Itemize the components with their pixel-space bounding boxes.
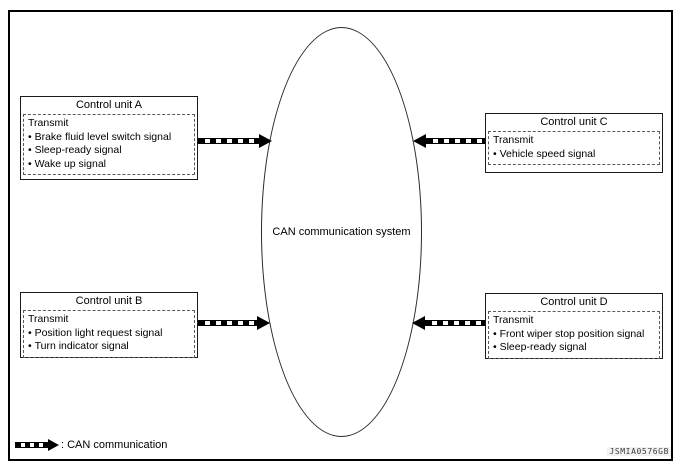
transmit-label: Transmit: [493, 314, 534, 326]
legend-label: : CAN communication: [61, 439, 168, 451]
arrowhead-right: [257, 316, 270, 330]
control-unit-c-content: Transmit Vehicle speed signal: [488, 131, 660, 165]
control-unit-c-title: Control unit C: [540, 116, 608, 128]
signal-item: Vehicle speed signal: [493, 148, 656, 162]
signal-item: Sleep-ready signal: [493, 341, 656, 355]
legend: : CAN communication: [15, 437, 167, 453]
can-system-label: CAN communication system: [272, 226, 411, 238]
signal-item: Sleep-ready signal: [28, 144, 191, 158]
signal-item: Front wiper stop position signal: [493, 328, 656, 342]
control-unit-a-box: Control unit A Transmit Brake fluid leve…: [20, 96, 198, 180]
control-unit-a-content: Transmit Brake fluid level switch signal…: [23, 114, 195, 175]
control-unit-d-title: Control unit D: [540, 296, 608, 308]
can-communication-system-ellipse: CAN communication system: [261, 27, 422, 437]
can-communication-arrow-icon: [15, 437, 59, 453]
transmit-label: Transmit: [493, 134, 534, 146]
arrowhead-right: [259, 134, 272, 148]
transmit-label: Transmit: [28, 117, 69, 129]
can-arrow-unit-a-icon: [198, 133, 272, 149]
control-unit-c-box: Control unit C Transmit Vehicle speed si…: [485, 113, 663, 173]
signal-item: Turn indicator signal: [28, 340, 191, 354]
diagram-border: [8, 10, 673, 461]
dashed-bar: [15, 442, 48, 448]
signal-item: Position light request signal: [28, 327, 191, 341]
control-unit-b-box: Control unit B Transmit Position light r…: [20, 292, 198, 358]
signal-item: Wake up signal: [28, 158, 191, 172]
control-unit-d-box: Control unit D Transmit Front wiper stop…: [485, 293, 663, 359]
control-unit-a-title: Control unit A: [75, 99, 143, 111]
control-unit-b-title: Control unit B: [75, 295, 143, 307]
dashed-bar: [425, 320, 485, 326]
can-arrow-unit-c-icon: [413, 133, 485, 149]
signal-item: Brake fluid level switch signal: [28, 131, 191, 145]
control-unit-d-content: Transmit Front wiper stop position signa…: [488, 311, 660, 359]
arrowhead-left: [412, 316, 425, 330]
dashed-bar: [426, 138, 485, 144]
transmit-label: Transmit: [28, 313, 69, 325]
can-arrow-unit-d-icon: [412, 315, 485, 331]
arrowhead-left: [413, 134, 426, 148]
arrowhead-right: [48, 439, 59, 451]
watermark-code: JSMIA0576GB: [607, 447, 671, 456]
dashed-bar: [198, 320, 257, 326]
dashed-bar: [198, 138, 259, 144]
can-arrow-unit-b-icon: [198, 315, 270, 331]
control-unit-b-content: Transmit Position light request signal T…: [23, 310, 195, 358]
